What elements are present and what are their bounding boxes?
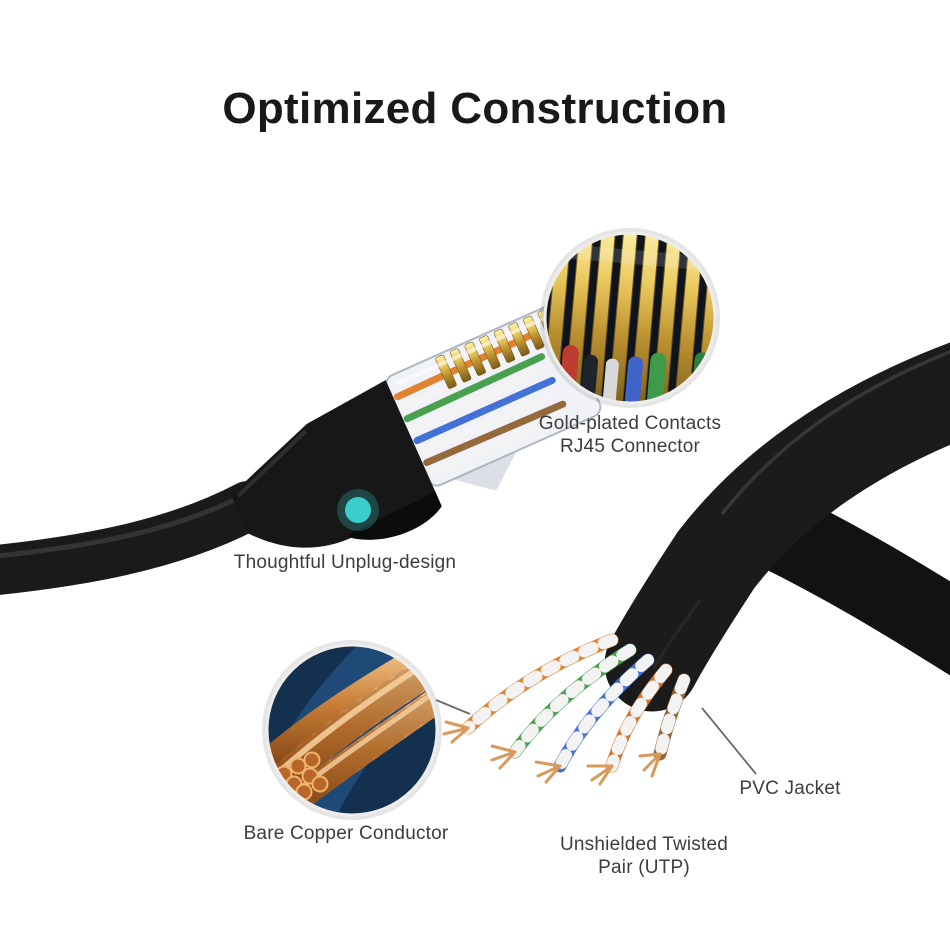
bare-copper-tips: [442, 720, 662, 786]
flat-cable-right: [604, 342, 950, 712]
copper-strand-ends: [275, 751, 329, 801]
page-title: Optimized Construction: [222, 84, 728, 133]
label-pvc-jacket: PVC Jacket: [739, 778, 841, 799]
copper-leader-line: [435, 699, 471, 715]
flat-cable-left: [0, 481, 273, 595]
connector-latch: [452, 450, 517, 491]
label-bare-copper: Bare Copper Conductor: [243, 823, 449, 844]
pvc-jacket-leader-line: [701, 707, 757, 775]
label-utp-line2: Pair (UTP): [598, 857, 690, 879]
connector-boot: [231, 380, 437, 548]
label-gold-contacts-line2: RJ45 Connector: [559, 436, 701, 458]
label-unplug-design: Thoughtful Unplug-design: [233, 552, 457, 573]
label-utp-line1: Unshielded Twisted: [559, 834, 729, 855]
twisted-pairs: [442, 633, 691, 786]
connector-unplug-tab: [349, 491, 442, 540]
leader-lines: [435, 699, 757, 775]
rj45-connector: [231, 304, 602, 548]
unplug-tab-highlight: [337, 489, 379, 531]
label-gold-contacts-line1: Gold-plated Contacts: [538, 413, 722, 434]
gold-contacts-callout: [540, 228, 720, 408]
label-utp: Unshielded Twisted Pair (UTP): [560, 833, 728, 879]
copper-conductor-callout: [262, 640, 442, 820]
label-gold-contacts: Gold-plated Contacts RJ45 Connector: [539, 412, 722, 458]
